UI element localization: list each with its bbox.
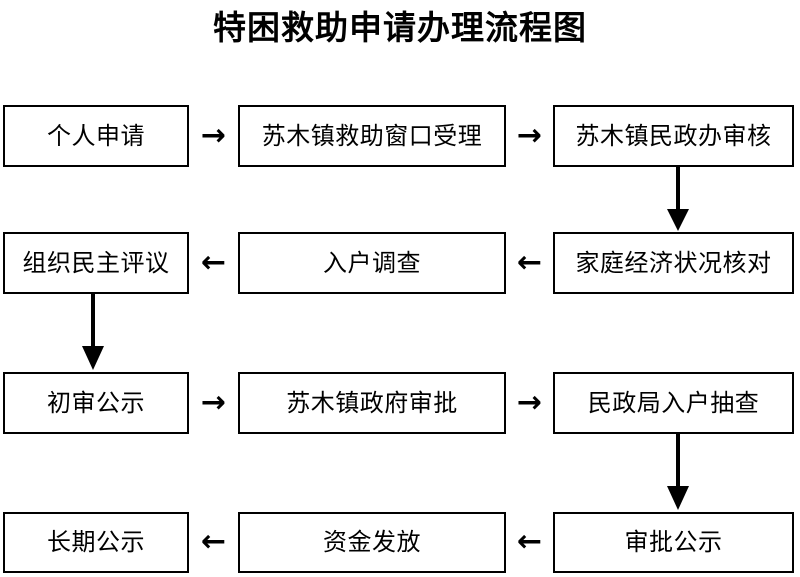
arrow-left-icon: ← [516, 524, 543, 559]
flow-node-personal-application[interactable]: 个人申请 [3, 105, 189, 167]
flow-node-preliminary-review-publicity[interactable]: 初审公示 [3, 372, 189, 434]
arrow-right-icon: → [200, 385, 227, 420]
arrow-left-icon: ← [516, 245, 543, 280]
arrow-left-icon: ← [200, 524, 227, 559]
arrow-down-icon [655, 167, 701, 237]
flow-node-approval-publicity[interactable]: 审批公示 [553, 512, 794, 573]
arrow-down-icon [70, 294, 116, 376]
arrow-right-icon: → [516, 118, 543, 153]
page-title: 特困救助申请办理流程图 [213, 8, 587, 47]
flow-node-sumu-town-government-approval[interactable]: 苏木镇政府审批 [238, 372, 506, 434]
flow-node-household-economic-status-verification[interactable]: 家庭经济状况核对 [553, 232, 794, 294]
arrow-right-icon: → [516, 385, 543, 420]
flow-node-home-visit-investigation[interactable]: 入户调查 [238, 232, 506, 294]
flow-node-organize-democratic-appraisal[interactable]: 组织民主评议 [3, 232, 189, 294]
flow-node-fund-disbursement[interactable]: 资金发放 [238, 512, 506, 573]
arrow-down-icon [655, 434, 701, 516]
flow-node-long-term-publicity[interactable]: 长期公示 [3, 512, 189, 573]
flow-node-sumu-town-civil-affairs-review[interactable]: 苏木镇民政办审核 [553, 105, 794, 167]
flow-node-civil-affairs-bureau-home-spot-check[interactable]: 民政局入户抽查 [553, 372, 794, 434]
arrow-left-icon: ← [200, 245, 227, 280]
flow-node-sumu-town-relief-window-acceptance[interactable]: 苏木镇救助窗口受理 [238, 105, 506, 167]
arrow-right-icon: → [200, 118, 227, 153]
